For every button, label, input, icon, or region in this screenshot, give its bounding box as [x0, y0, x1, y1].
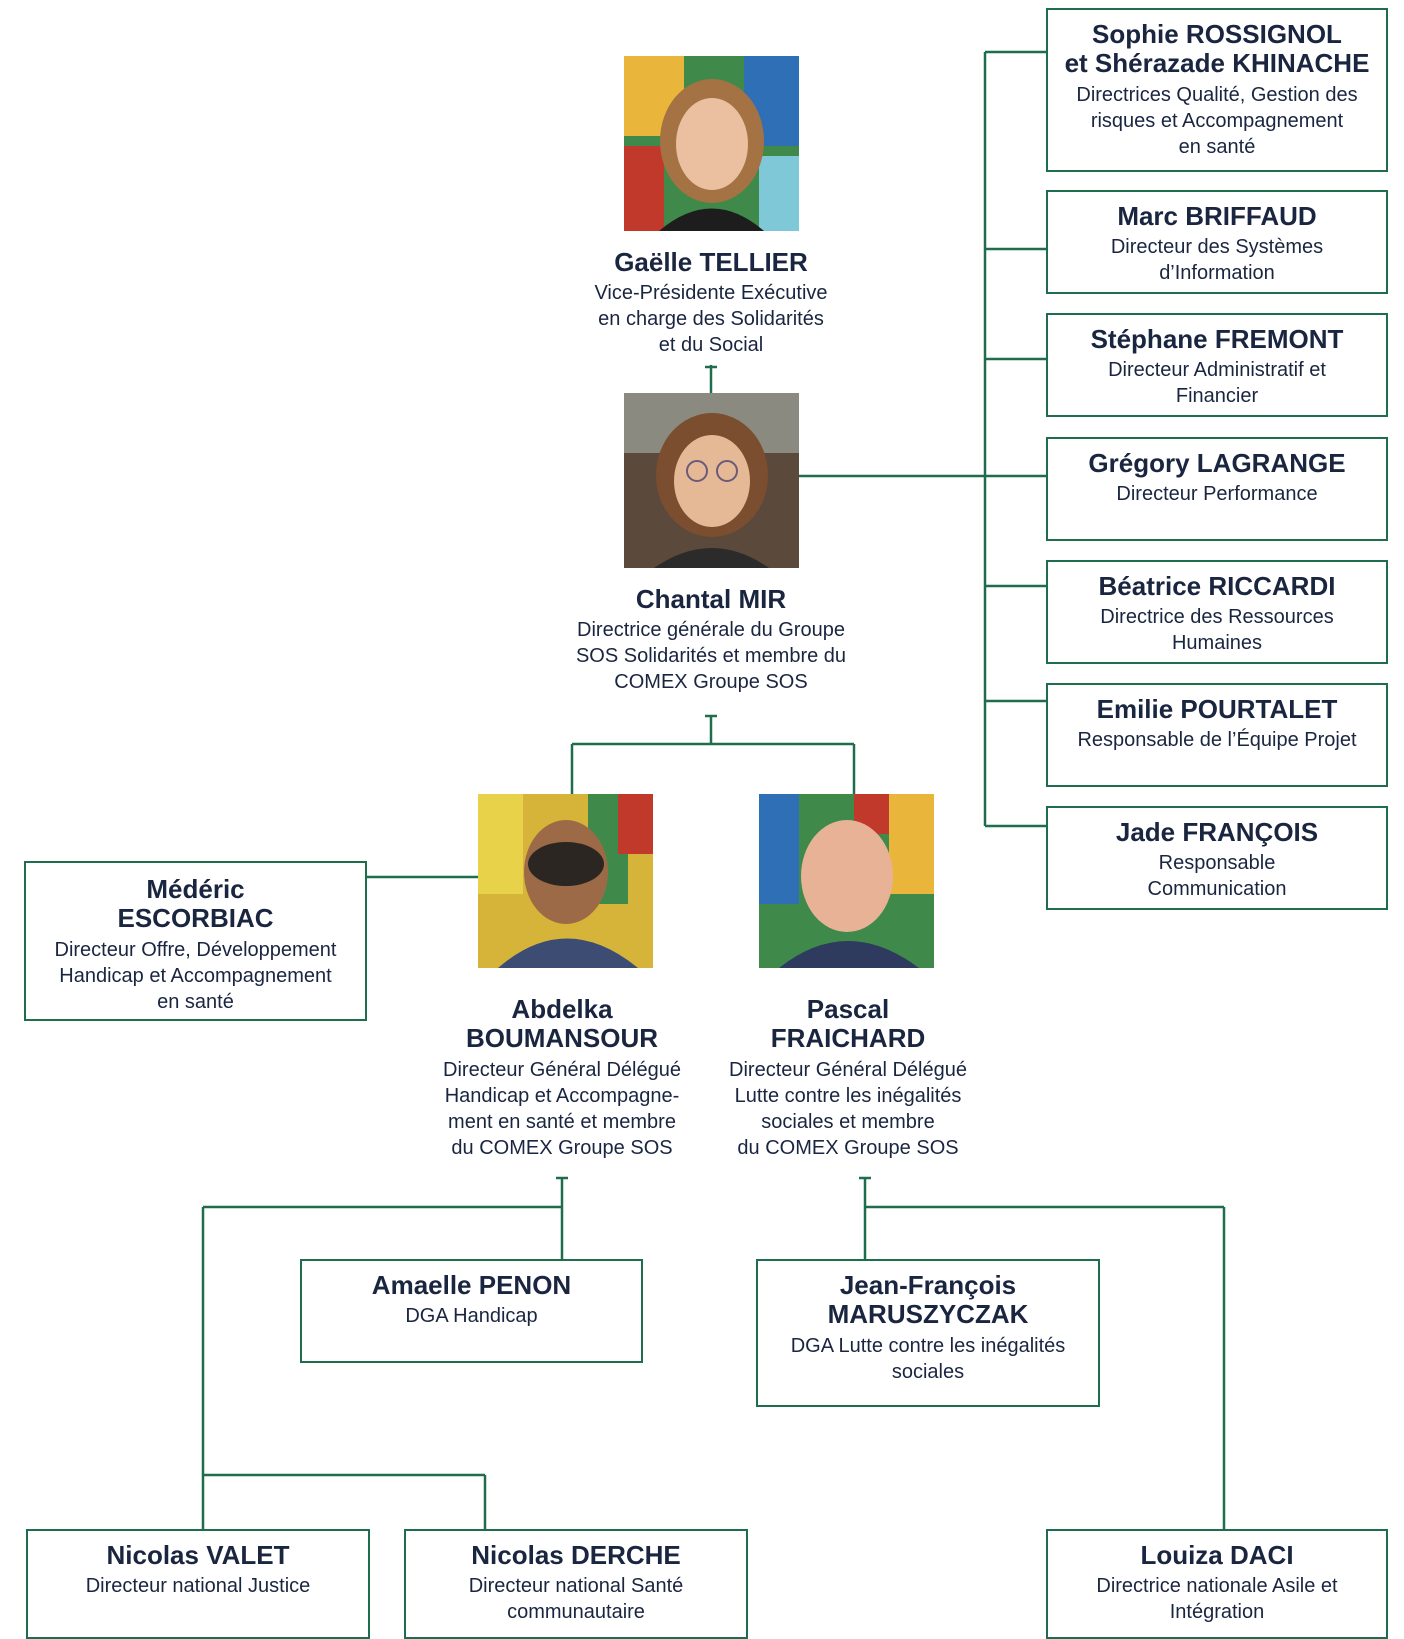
staff-role: Directeur des Systèmes d’Information — [1110, 236, 1324, 284]
side-name: ESCORBIAC — [117, 903, 274, 933]
staff-box-lagrange: Grégory LAGRANGE Directeur Performance — [1046, 437, 1388, 541]
national-name: Nicolas DERCHE — [471, 1540, 681, 1570]
name-boumansour: Abdelka — [511, 994, 613, 1024]
staff-name: Marc BRIFFAUD — [1117, 201, 1317, 231]
staff-name: Jade FRANÇOIS — [1115, 817, 1319, 847]
name-fraichard: Pascal — [806, 994, 890, 1024]
staff-name: Stéphane FREMONT — [1090, 324, 1344, 354]
staff-role: Responsable de l’Équipe Projet — [1077, 729, 1357, 751]
staff-name: Emilie POURTALET — [1096, 694, 1338, 724]
staff-role: Directrices Qualité, Gestion des risques… — [1076, 84, 1358, 158]
staff-role: Directeur Administratif et Financier — [1108, 359, 1326, 407]
staff-role: Directeur Performance — [1116, 483, 1318, 505]
portrait-photo-mir — [624, 393, 799, 568]
role-line: et du Social — [658, 334, 764, 356]
staff-role: Directrice des Ressources Humaines — [1100, 606, 1334, 654]
staff-name: Béatrice RICCARDI — [1098, 571, 1336, 601]
name-boumansour: BOUMANSOUR — [465, 1023, 659, 1053]
dga-name: MARUSZYCZAK — [827, 1299, 1029, 1329]
dga-name: Jean-François — [839, 1270, 1017, 1300]
national-name: Louiza DACI — [1140, 1540, 1294, 1570]
name-mir: Chantal MIR — [635, 584, 787, 614]
role-line: en charge des Solidarités — [598, 308, 824, 330]
role-fraichard: Directeur Général Délégué Lutte contre l… — [729, 1059, 967, 1159]
national-box-derche: Nicolas DERCHE Directeur national Santé … — [404, 1529, 748, 1639]
national-box-daci: Louiza DACI Directrice nationale Asile e… — [1046, 1529, 1388, 1639]
role-line: Directrice générale du Groupe — [577, 619, 845, 641]
staff-box-rossignol-khinache: Sophie ROSSIGNOL et Shérazade KHINACHE D… — [1046, 8, 1388, 172]
dga-name: Amaelle PENON — [371, 1270, 572, 1300]
role-boumansour: Directeur Général Délégué Handicap et Ac… — [443, 1059, 681, 1159]
dga-role: DGA Handicap — [405, 1305, 538, 1327]
side-name: Médéric — [146, 874, 245, 904]
name-fraichard: FRAICHARD — [770, 1023, 926, 1053]
person-ceo: Chantal MIR Directrice générale du Group… — [531, 585, 891, 695]
person-boumansour: Abdelka BOUMANSOUR Directeur Général Dél… — [412, 995, 712, 1161]
role-line: Vice-Présidente Exécutive — [594, 282, 828, 304]
staff-box-francois: Jade FRANÇOIS Responsable Communication — [1046, 806, 1388, 910]
side-role: Directeur Offre, Développement Handicap … — [54, 939, 337, 1013]
staff-box-riccardi: Béatrice RICCARDI Directrice des Ressour… — [1046, 560, 1388, 664]
name-tellier: Gaëlle TELLIER — [614, 247, 808, 277]
portrait-photo-boumansour — [478, 794, 653, 968]
staff-box-fremont: Stéphane FREMONT Directeur Administratif… — [1046, 313, 1388, 417]
national-box-valet: Nicolas VALET Directeur national Justice — [26, 1529, 370, 1639]
staff-box-pourtalet: Emilie POURTALET Responsable de l’Équipe… — [1046, 683, 1388, 787]
dga-box-penon: Amaelle PENON DGA Handicap — [300, 1259, 643, 1363]
person-top: Gaëlle TELLIER Vice-Présidente Exécutive… — [531, 248, 891, 358]
national-role: Directeur national Santé communautaire — [468, 1575, 684, 1623]
national-role: Directrice nationale Asile et Intégratio… — [1096, 1575, 1338, 1623]
role-line: SOS Solidarités et membre du — [575, 645, 847, 667]
national-name: Nicolas VALET — [106, 1540, 290, 1570]
side-box-escorbiac: Médéric ESCORBIAC Directeur Offre, Dével… — [24, 861, 367, 1021]
role-tellier: Vice-Présidente Exécutive en charge des S… — [531, 280, 891, 358]
portrait-photo-fraichard — [759, 794, 934, 968]
staff-box-briffaud: Marc BRIFFAUD Directeur des Systèmes d’I… — [1046, 190, 1388, 294]
dga-role: DGA Lutte contre les inégalités sociales — [790, 1335, 1066, 1383]
staff-role: Responsable Communication — [1147, 852, 1287, 900]
staff-name: Grégory LAGRANGE — [1088, 448, 1346, 478]
portrait-photo-tellier — [624, 56, 799, 231]
staff-name: et Shérazade KHINACHE — [1064, 48, 1370, 78]
person-fraichard: Pascal FRAICHARD Directeur Général Délég… — [698, 995, 998, 1161]
national-role: Directeur national Justice — [85, 1575, 311, 1597]
role-line: COMEX Groupe SOS — [614, 671, 808, 693]
dga-box-maruszyczak: Jean-François MARUSZYCZAK DGA Lutte cont… — [756, 1259, 1100, 1407]
staff-name: Sophie ROSSIGNOL — [1092, 19, 1342, 49]
